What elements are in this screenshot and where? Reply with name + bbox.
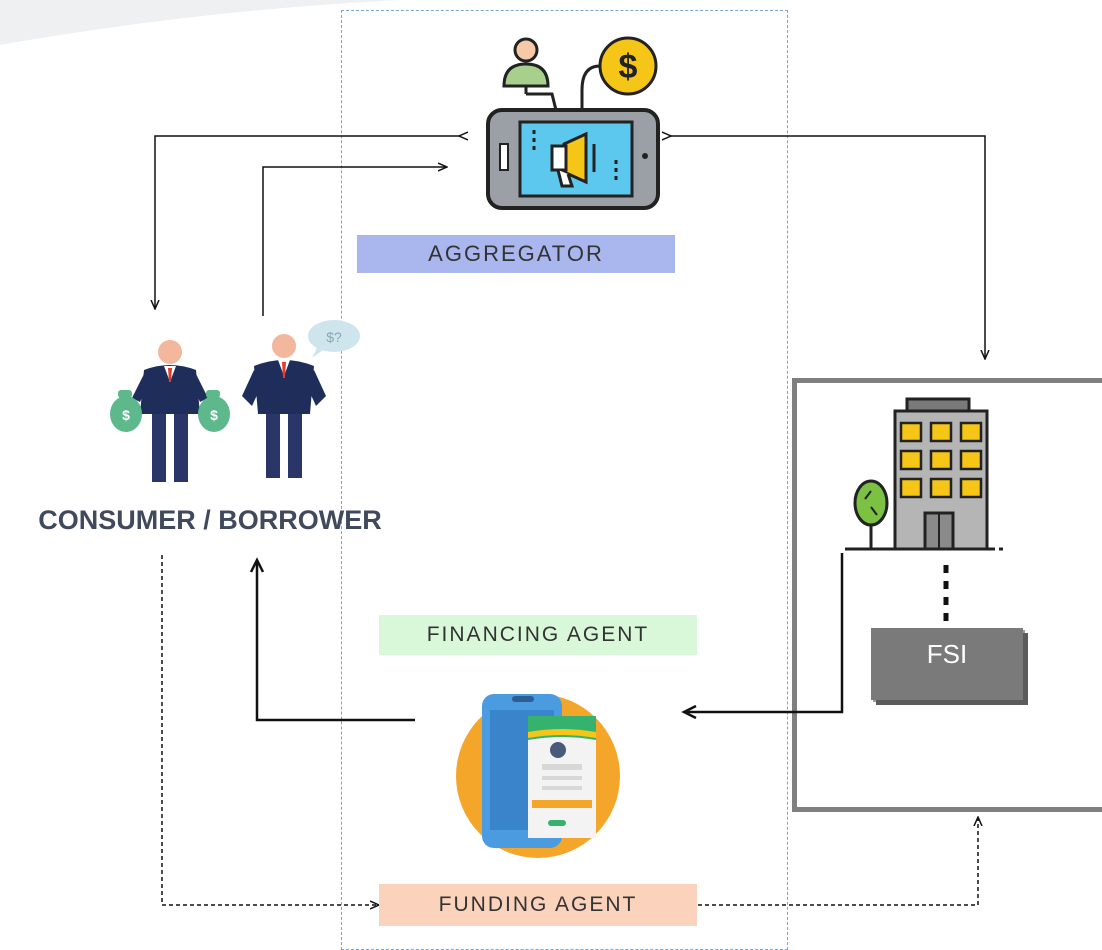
svg-text:$: $ [210, 407, 218, 423]
consumer-borrower-label: CONSUMER / BORROWER [38, 505, 382, 535]
mobile-app-icon [456, 694, 620, 858]
arrow-consumer-to-funding-agent [161, 555, 378, 905]
arrow-fsi-to-financing-agent [681, 553, 844, 720]
phone-megaphone-icon: $ [486, 36, 660, 210]
funding-agent-label: FUNDING AGENT [379, 884, 697, 926]
fsi-frame [792, 378, 1102, 812]
financing-agent-label: FINANCING AGENT [379, 615, 697, 655]
fsi-box: FSI [871, 628, 1023, 700]
aggregator-label: AGGREGATOR [357, 235, 675, 273]
fsi-label: FSI [926, 639, 968, 669]
arrow-financing-agent-to-consumer [249, 557, 415, 722]
office-building-icon [845, 397, 1005, 551]
svg-text:$: $ [122, 407, 130, 423]
arrow-consumer-to-aggregator [262, 167, 446, 316]
arrow-aggregator-to-consumer [155, 136, 460, 308]
speech-bubble-text: $? [326, 329, 342, 345]
arrow-funding-agent-to-fsi [698, 818, 978, 906]
arrow-aggregator-fsi [670, 136, 985, 358]
svg-text:$: $ [619, 48, 638, 86]
corner-decoration [0, 0, 400, 45]
businessmen-money-bags-icon: $ $ $? [110, 320, 360, 482]
